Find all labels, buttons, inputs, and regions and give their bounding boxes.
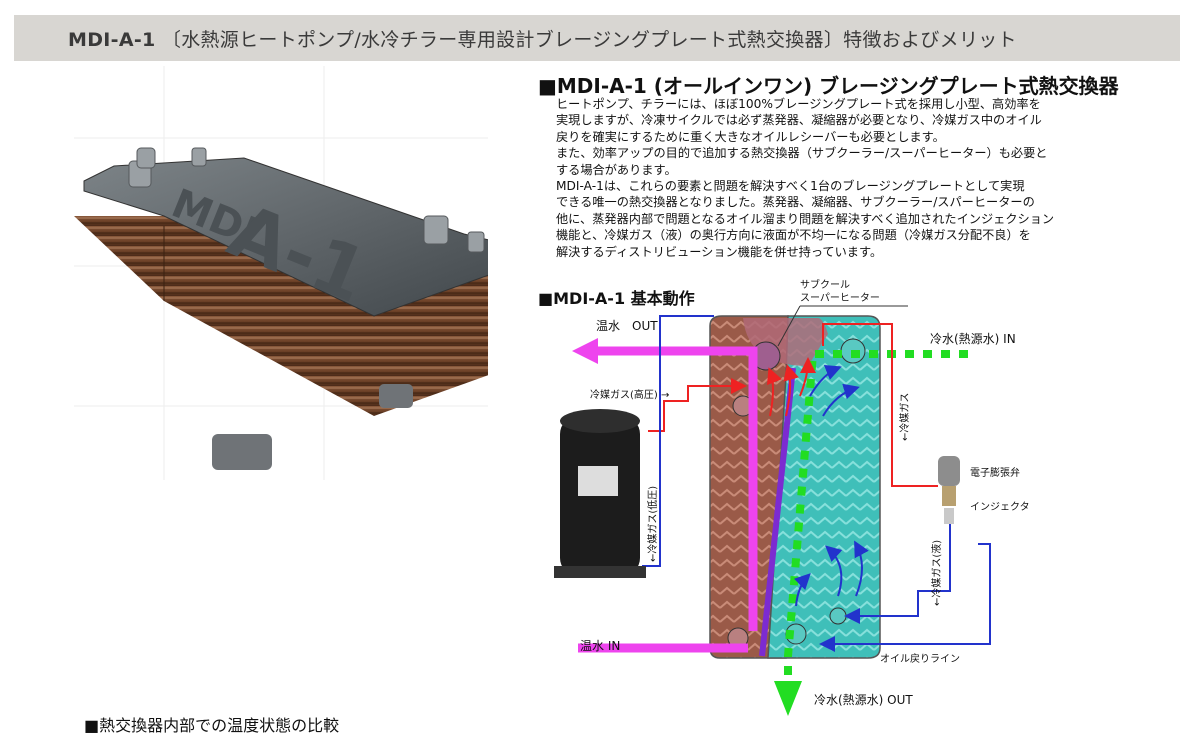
label-gas-liquid: ←冷媒ガス(液)	[930, 540, 943, 606]
label-expansion-valve: 電子膨張弁	[970, 466, 1020, 479]
description-line: ヒートポンプ、チラーには、ほぼ100%ブレージングプレート式を採用し小型、高効率…	[556, 97, 1041, 111]
product-photo: MDI A-1	[74, 66, 488, 480]
compressor	[554, 409, 646, 578]
description-line: 実現しますが、冷凍サイクルでは必ず蒸発器、凝縮器が必要となり、冷媒ガス中のオイル	[556, 113, 1042, 128]
description-line: する場合があります。	[556, 162, 677, 177]
label-cold-water-out: 冷水(熱源水) OUT	[814, 693, 913, 707]
heat-exchanger-plate	[709, 315, 881, 659]
description: ヒートポンプ、チラーには、ほぼ100%ブレージングプレート式を採用し小型、高効率…	[556, 96, 1156, 260]
label-injector: インジェクタ	[970, 501, 1030, 513]
description-line: 解決するディストリビューション機能を併せ持っています。	[556, 244, 883, 259]
label-gas-right: ←冷媒ガス	[898, 393, 911, 441]
description-line: MDI-A-1は、これらの要素と問題を解決すべく1台のブレージングプレートとして…	[556, 179, 1025, 194]
description-line: 戻りを確実にするために重く大きなオイルレシーバーも必要とします。	[556, 129, 945, 144]
diagram-title: ■MDI-A-1 基本動作	[538, 289, 695, 308]
description-line: また、効率アップの目的で追加する熱交換器（サブクーラー/スーパーヒーター）も必要…	[556, 146, 1048, 161]
label-subcool: サブクール	[800, 278, 850, 291]
expansion-valve	[938, 456, 960, 524]
description-line: できる唯一の熱交換器となりました。蒸発器、凝縮器、サブクーラー/スパーヒーターの	[556, 195, 1035, 210]
basic-operation-diagram: サブクール スーパーヒーター 温水 OUT 冷水(熱源水) IN 冷媒ガス(高圧…	[554, 278, 1030, 716]
header-title: MDI-A-1 〔水熱源ヒートポンプ/水冷チラー専用設計ブレージングプレート式熱…	[68, 28, 1017, 51]
label-hot-water-in: 温水 IN	[580, 639, 620, 653]
description-line: 他に、蒸発器内部で問題となるオイル溜まり問題を解決すべく追加されたインジェクショ…	[556, 211, 1055, 226]
bottom-section-title: ■熱交換器内部での温度状態の比較	[84, 716, 340, 735]
label-hot-water-out: 温水 OUT	[596, 319, 658, 333]
description-line: 機能と、冷媒ガス（液）の奥行方向に液面が不均一になる問題（冷媒ガス分配不良）を	[556, 228, 1031, 243]
header-banner: MDI-A-1 〔水熱源ヒートポンプ/水冷チラー専用設計ブレージングプレート式熱…	[14, 15, 1180, 61]
label-oil-return: オイル戻りライン	[880, 652, 960, 665]
label-gas-low: ←冷媒ガス(低圧)	[646, 486, 659, 562]
label-cold-water-in: 冷水(熱源水) IN	[930, 332, 1016, 346]
section-title: ■MDI-A-1 (オールインワン) ブレージングプレート式熱交換器	[538, 74, 1119, 98]
label-superheater: スーパーヒーター	[800, 292, 880, 304]
label-gas-high: 冷媒ガス(高圧) →	[590, 388, 669, 401]
